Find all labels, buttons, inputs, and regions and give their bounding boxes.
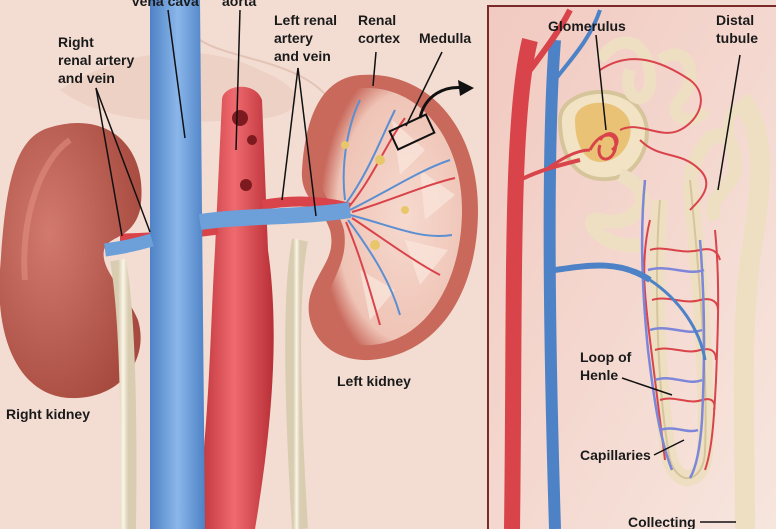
leader-lines bbox=[95, 9, 443, 237]
label-loop-of-henle: Loop of Henle bbox=[580, 349, 632, 383]
vena-cava-vessel bbox=[104, 0, 352, 529]
label-left-renal-artery-vein: Left renal artery and vein bbox=[274, 12, 338, 64]
label-right-kidney: Right kidney bbox=[6, 406, 91, 422]
left-ureter bbox=[285, 238, 308, 529]
label-renal-cortex: Renal cortex bbox=[358, 12, 401, 46]
nephron-inset bbox=[487, 5, 776, 529]
label-right-renal-artery-vein: Right renal artery and vein bbox=[58, 34, 135, 86]
label-collecting: Collecting bbox=[628, 514, 696, 529]
label-medulla: Medulla bbox=[419, 30, 472, 46]
aorta-vessel bbox=[119, 86, 352, 529]
label-capillaries: Capillaries bbox=[580, 447, 651, 463]
label-glomerulus: Glomerulus bbox=[548, 18, 626, 34]
label-left-kidney: Left kidney bbox=[337, 373, 411, 389]
label-aorta: aorta bbox=[222, 0, 257, 9]
label-vena-cava: Vena cava bbox=[131, 0, 199, 9]
right-kidney bbox=[0, 123, 142, 399]
label-distal-tubule: Distal tubule bbox=[716, 12, 758, 46]
left-kidney bbox=[301, 74, 478, 361]
right-ureter bbox=[110, 258, 137, 529]
